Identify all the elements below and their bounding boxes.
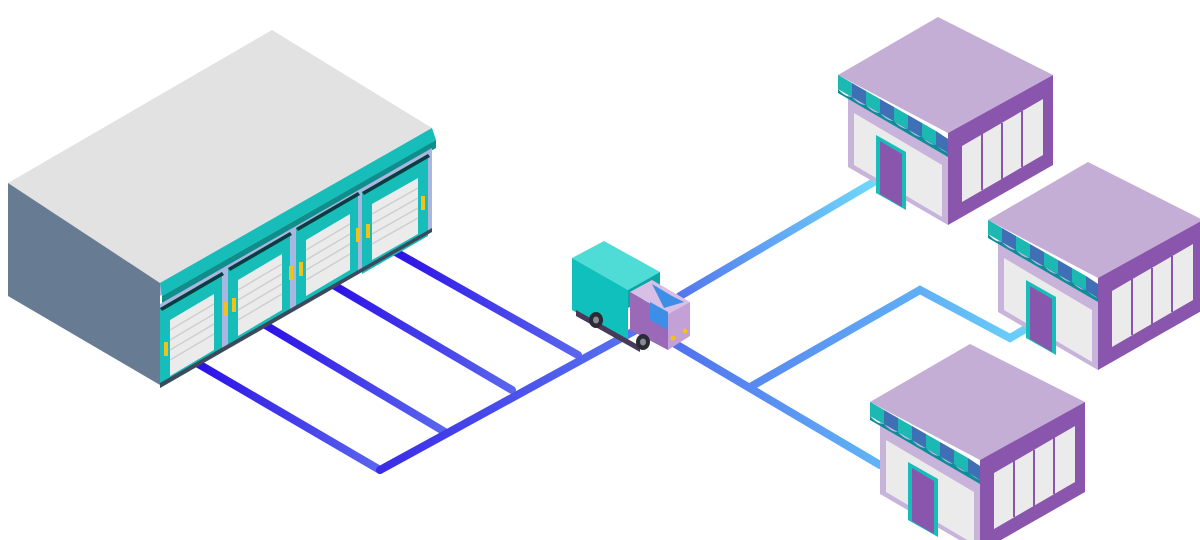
route-to-store-top: [676, 172, 888, 300]
dock-lane-4: [388, 246, 582, 359]
store-icon: [869, 343, 1086, 540]
dock-lane-2: [258, 319, 449, 436]
dock-lane-1: [191, 358, 384, 474]
collector-route: [376, 314, 662, 474]
route-to-store-bottom: [668, 338, 884, 469]
loading-dock-3: [289, 192, 360, 308]
loading-dock-4: [356, 154, 430, 274]
route-network: [191, 172, 1052, 474]
dock-lane-3: [326, 279, 516, 394]
delivery-truck-icon: [572, 241, 690, 352]
warehouse-icon: [8, 30, 436, 388]
store-icon: [987, 161, 1200, 371]
store-icon: [837, 16, 1054, 226]
